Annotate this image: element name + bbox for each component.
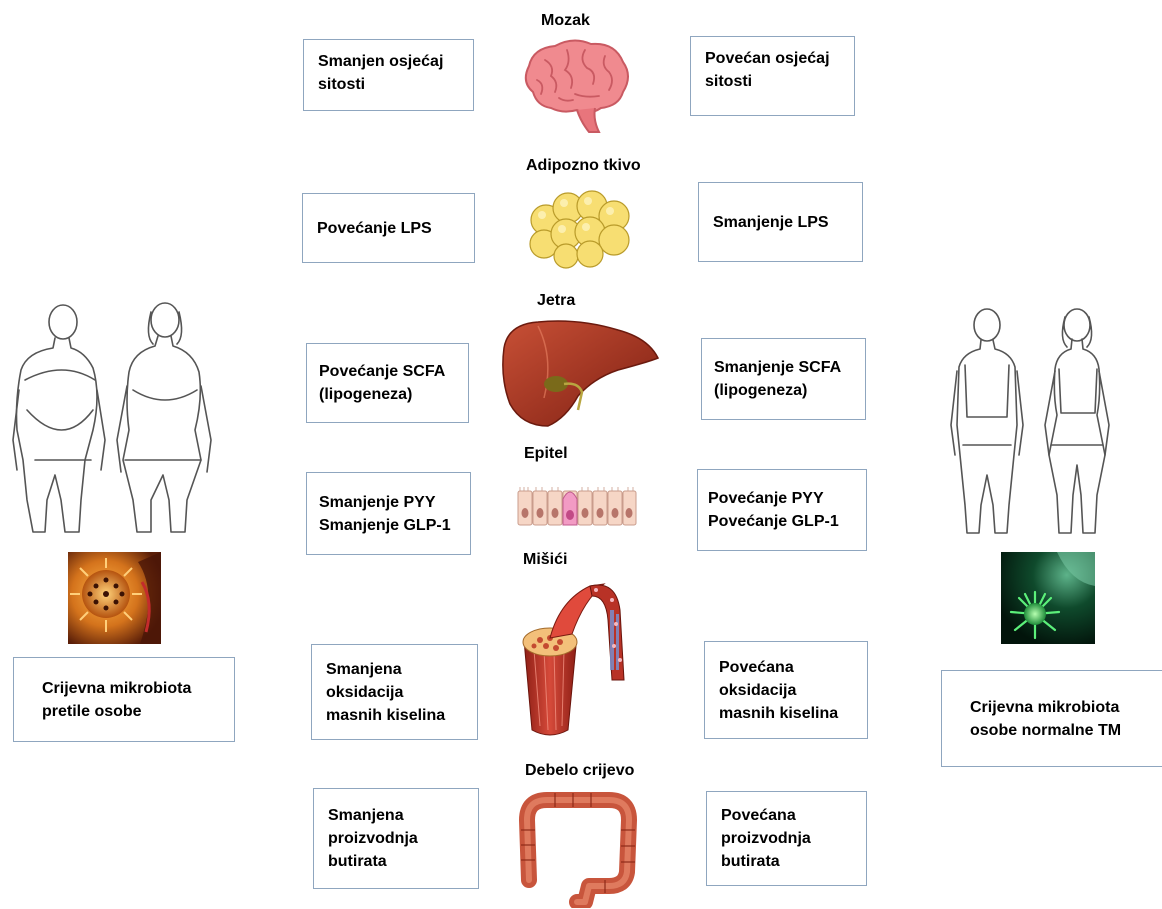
obese-people-icon — [5, 300, 235, 540]
muscle-label: Mišići — [523, 551, 567, 569]
obese-microbiota-line-1: Crijevna mikrobiota — [42, 677, 220, 700]
left-box-colon: Smanjena proizvodnja butirata — [313, 788, 479, 889]
right-box-muscle-line-1: Povećana — [719, 656, 853, 679]
green-bacteria-icon — [1001, 552, 1095, 644]
right-box-adipose: Smanjenje LPS — [698, 182, 863, 262]
right-box-epithelium-line-2: Povećanje GLP-1 — [708, 510, 852, 533]
colon-icon — [515, 790, 640, 908]
right-box-liver-line-1: Smanjenje SCFA — [714, 356, 851, 379]
right-box-adipose-line-1: Smanjenje LPS — [713, 211, 848, 234]
epithelium-label: Epitel — [524, 445, 568, 463]
left-box-epithelium-line-2: Smanjenje GLP-1 — [319, 514, 456, 537]
epithelium-icon — [516, 485, 638, 529]
adipose-label: Adipozno tkivo — [526, 157, 641, 175]
right-box-epithelium: Povećanje PYY Povećanje GLP-1 — [697, 469, 867, 551]
right-box-epithelium-line-1: Povećanje PYY — [708, 487, 852, 510]
left-box-brain: Smanjen osjećaj sitosti — [303, 39, 474, 111]
left-box-muscle-line-2: oksidacija — [326, 681, 463, 704]
left-box-epithelium: Smanjenje PYY Smanjenje GLP-1 — [306, 472, 471, 555]
right-box-muscle: Povećana oksidacija masnih kiselina — [704, 641, 868, 739]
right-box-brain-line-1: Povećan osjećaj — [705, 47, 840, 70]
left-box-colon-line-2: proizvodnja — [328, 827, 464, 850]
right-box-brain-line-2: sitosti — [705, 70, 840, 93]
left-box-brain-line-2: sitosti — [318, 73, 459, 96]
left-box-liver-line-1: Povećanje SCFA — [319, 360, 454, 383]
left-box-colon-line-3: butirata — [328, 850, 464, 873]
right-box-colon-line-2: proizvodnja — [721, 827, 852, 850]
normal-microbiota-line-1: Crijevna mikrobiota — [970, 696, 1148, 719]
normal-microbiota-line-2: osobe normalne TM — [970, 719, 1148, 742]
obese-microbiota-line-2: pretile osobe — [42, 700, 220, 723]
left-box-epithelium-line-1: Smanjenje PYY — [319, 491, 456, 514]
normal-microbiota-label: Crijevna mikrobiota osobe normalne TM — [941, 670, 1162, 767]
adipose-tissue-icon — [526, 190, 634, 270]
left-box-adipose-line-1: Povećanje LPS — [317, 217, 460, 240]
muscle-icon — [520, 580, 626, 740]
normal-weight-people-icon — [945, 305, 1135, 540]
right-box-colon: Povećana proizvodnja butirata — [706, 791, 867, 886]
left-box-adipose: Povećanje LPS — [302, 193, 475, 263]
left-box-muscle: Smanjena oksidacija masnih kiselina — [311, 644, 478, 740]
left-box-liver-line-2: (lipogeneza) — [319, 383, 454, 406]
right-box-colon-line-1: Povećana — [721, 804, 852, 827]
left-box-muscle-line-3: masnih kiselina — [326, 704, 463, 727]
obese-microbiota-label: Crijevna mikrobiota pretile osobe — [13, 657, 235, 742]
right-box-colon-line-3: butirata — [721, 850, 852, 873]
right-box-liver-line-2: (lipogeneza) — [714, 379, 851, 402]
left-box-colon-line-1: Smanjena — [328, 804, 464, 827]
right-box-liver: Smanjenje SCFA (lipogeneza) — [701, 338, 866, 420]
liver-icon — [498, 318, 660, 428]
liver-label: Jetra — [537, 292, 575, 310]
brain-label: Mozak — [541, 12, 590, 30]
colon-label: Debelo crijevo — [525, 762, 634, 780]
brain-icon — [515, 36, 635, 136]
left-box-muscle-line-1: Smanjena — [326, 658, 463, 681]
right-box-brain: Povećan osjećaj sitosti — [690, 36, 855, 116]
left-box-liver: Povećanje SCFA (lipogeneza) — [306, 343, 469, 423]
left-box-brain-line-1: Smanjen osjećaj — [318, 50, 459, 73]
right-box-muscle-line-2: oksidacija — [719, 679, 853, 702]
right-box-muscle-line-3: masnih kiselina — [719, 702, 853, 725]
orange-bacteria-icon — [68, 552, 161, 644]
